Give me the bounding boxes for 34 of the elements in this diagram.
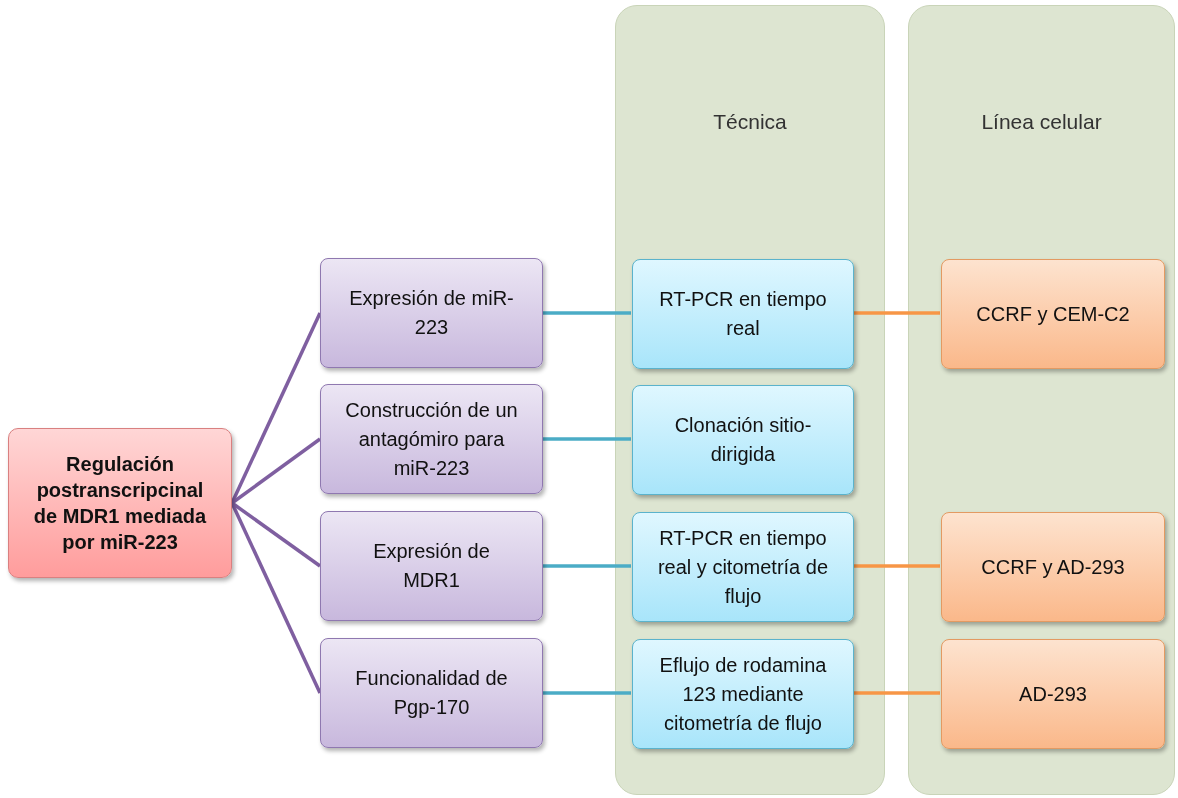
topic-box [320, 638, 543, 748]
cell-line-text: AD-293 [1019, 681, 1087, 707]
technique-box [632, 385, 854, 495]
cell-line-text: CCRF y AD-293 [981, 554, 1125, 580]
connector-line [231, 501, 321, 568]
topic-text: Expresión de MDR1 [372, 539, 491, 593]
technique-box [632, 512, 854, 622]
topic-text: Funcionalidad de Pgp-170 [354, 666, 509, 720]
technique-text: Clonación sitio-dirigida [673, 413, 813, 467]
technique-text: RT-PCR en tiempo real y citometría de flujo [656, 525, 830, 609]
topic-box [320, 258, 543, 368]
connector-line [543, 564, 631, 568]
column-band [908, 5, 1175, 795]
connector-line [543, 691, 631, 695]
topic-box [320, 511, 543, 621]
connector-line [543, 311, 631, 315]
column-band [615, 5, 885, 795]
connector-line [853, 691, 940, 695]
cell-line-text: CCRF y CEM-C2 [976, 301, 1130, 327]
technique-text: RT-PCR en tiempo real [658, 287, 828, 341]
topic-text: Construcción de un antagómiro para miR-223 [345, 397, 518, 481]
connector-line [853, 311, 940, 315]
technique-text: Eflujo de rodamina 123 mediante citometría de flujo [658, 652, 828, 736]
column-heading: Línea celular [981, 109, 1102, 135]
column-heading: Técnica [713, 109, 787, 135]
root-text: Regulación postranscripcinal de MDR1 mediada por miR-223 [32, 452, 208, 555]
root-box [8, 428, 232, 578]
connector-line [543, 437, 631, 441]
connector-line [230, 502, 322, 694]
topic-box [320, 384, 543, 494]
connector-line [853, 564, 940, 568]
technique-box [632, 259, 854, 369]
topic-text: Expresión de miR-223 [348, 286, 515, 340]
technique-box [632, 639, 854, 749]
